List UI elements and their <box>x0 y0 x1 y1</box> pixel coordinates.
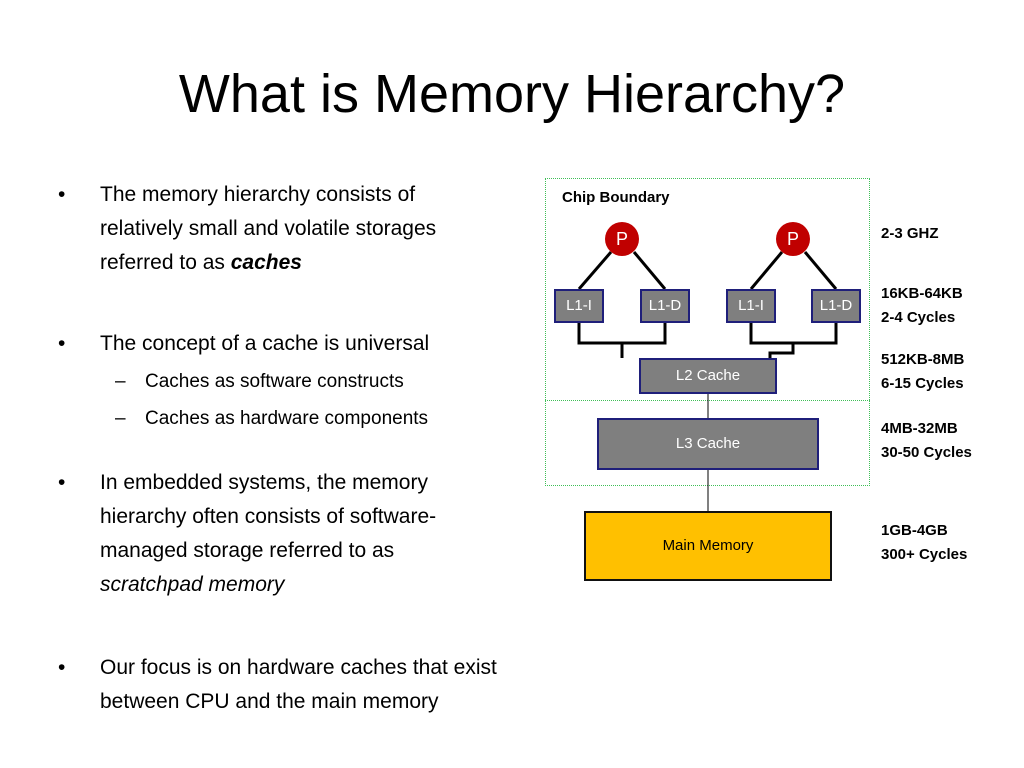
spec-memory: 1GB-4GB 300+ Cycles <box>881 522 968 563</box>
bullet-text: The memory hierarchy consists of relativ… <box>100 183 437 274</box>
connector-l1-bus-right <box>749 323 838 345</box>
processor-2: P <box>776 222 810 256</box>
connector-p2-l1i <box>749 251 784 290</box>
l1-data-cache-2: L1-D <box>811 289 861 323</box>
bullet-marker: • <box>58 332 66 355</box>
l3-cache: L3 Cache <box>597 418 819 470</box>
subitem-marker: – <box>115 408 126 429</box>
spec-processor: 2-3 GHZ <box>881 225 939 242</box>
bullet-text: Our focus is on hardware caches that exi… <box>100 656 497 713</box>
bullet-text: In embedded systems, the memory hierarch… <box>100 471 437 596</box>
connector-p2-l1d <box>803 251 838 290</box>
spec-l2: 512KB-8MB 6-15 Cycles <box>881 351 965 392</box>
l1-instruction-cache-1: L1-I <box>554 289 604 323</box>
connector-p1-l1i <box>577 251 613 290</box>
bullet-marker: • <box>58 183 66 206</box>
chip-boundary-label: Chip Boundary <box>562 189 670 206</box>
slide-title: What is Memory Hierarchy? <box>178 64 846 124</box>
bullet-text: The concept of a cache is universal <box>100 332 430 355</box>
spec-l3: 4MB-32MB 30-50 Cycles <box>881 420 972 461</box>
processor-1: P <box>605 222 639 256</box>
bullet-marker: • <box>58 471 66 494</box>
emphasis-caches: caches <box>230 251 302 274</box>
connector-p1-l1d <box>632 251 667 290</box>
subitem-marker: – <box>115 371 126 392</box>
main-memory: Main Memory <box>584 511 832 581</box>
spec-l1: 16KB-64KB 2-4 Cycles <box>881 285 963 326</box>
emphasis-scratchpad: scratchpad memory <box>100 573 285 596</box>
bullet-list: • The memory hierarchy consists of relat… <box>58 183 497 713</box>
l1-data-cache-1: L1-D <box>640 289 690 323</box>
connector-bus-l2-right <box>768 343 795 358</box>
connector-l1-bus-left <box>577 323 667 345</box>
bullet-marker: • <box>58 656 66 679</box>
l1-instruction-cache-2: L1-I <box>726 289 776 323</box>
l2-cache: L2 Cache <box>639 358 777 394</box>
